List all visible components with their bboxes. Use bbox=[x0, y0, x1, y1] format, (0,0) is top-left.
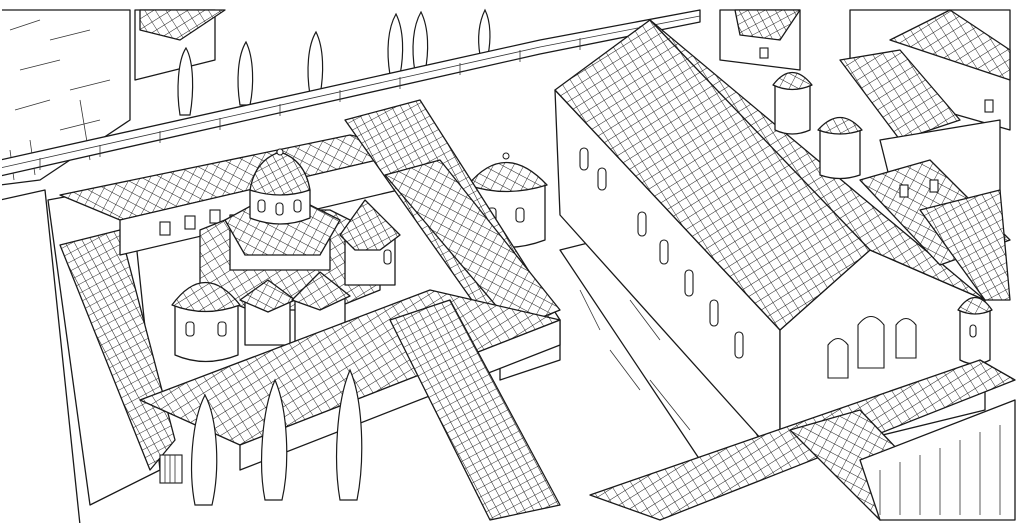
left-street bbox=[0, 189, 81, 525]
lower-right-colonnade bbox=[589, 359, 1016, 521]
front-right-roof bbox=[389, 299, 561, 521]
chapel-right bbox=[339, 199, 401, 286]
cypress-trees-courtyard bbox=[191, 368, 363, 506]
upper-left-building bbox=[134, 9, 226, 81]
turret-right bbox=[957, 296, 993, 365]
chapel-left bbox=[171, 281, 241, 363]
upper-right-buildings bbox=[719, 9, 1011, 301]
cypress-trees-top bbox=[177, 8, 491, 116]
chapel-front bbox=[239, 271, 351, 346]
window bbox=[159, 454, 183, 484]
